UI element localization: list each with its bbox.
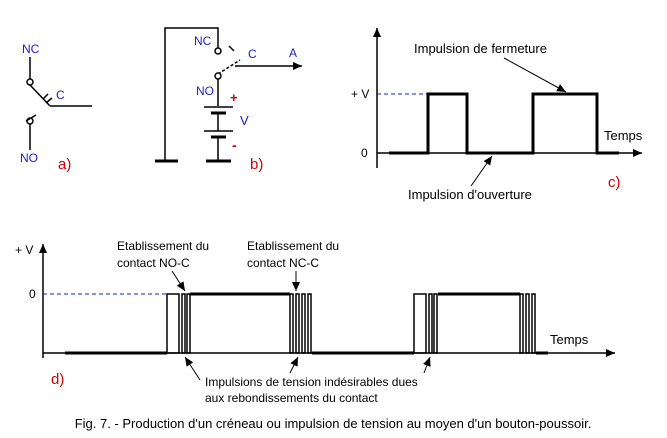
chart-d-nc-c-note-line1: Etablissement du (247, 239, 339, 253)
bounce-pulse (181, 293, 186, 354)
chart-d-bounce-note-line1: Impulsions de tension indésirables dues (205, 375, 418, 389)
figure-caption: Fig. 7. - Production d'un créneau ou imp… (75, 416, 592, 431)
bounce-pulse (531, 293, 536, 354)
chart-d-bounce-cluster-2 (289, 293, 312, 354)
switch-b-plus-label: + (230, 90, 238, 105)
chart-c-y-zero-label: 0 (361, 146, 368, 160)
bounce-pulse (307, 293, 312, 354)
switch-b-left-loop (164, 27, 219, 160)
bounce-pulse (428, 293, 433, 354)
bounce-pulse (186, 293, 191, 354)
chart-d: + V 0 (15, 239, 615, 405)
switch-a-no-blade (25, 114, 37, 122)
switch-b-blade (217, 59, 241, 75)
chart-c-x-label: Temps (604, 128, 643, 143)
chart-d-no-c-note-line1: Etablissement du (117, 239, 209, 253)
switch-a-c-label: C (56, 88, 65, 102)
chart-d-bounce-pointer (184, 356, 201, 381)
bounce-pulse (289, 293, 294, 354)
chart-c-open-pointer (470, 155, 493, 187)
switch-a-nc-terminal (26, 78, 34, 86)
chart-d-bounce-cluster-4 (519, 293, 536, 354)
bounce-pulse (525, 293, 530, 354)
chart-d-y-high-label: + V (15, 243, 33, 257)
bounce-pulse (413, 293, 427, 354)
chart-d-y-zero-label: 0 (29, 287, 36, 301)
chart-d-bounce-cluster-3 (413, 293, 438, 354)
switch-b-no-label: NO (196, 84, 214, 98)
chart-d-bounce-pointer (289, 356, 299, 374)
switch-b-tag: b) (250, 156, 263, 173)
switch-b-no-terminal (214, 72, 222, 80)
bounce-pulse (301, 293, 306, 354)
switch-b-c-label: C (248, 47, 257, 61)
chart-c-tag: c) (608, 174, 621, 191)
switch-b-a-label: A (289, 46, 297, 60)
bounce-pulse (433, 293, 438, 354)
chart-d-x-label: Temps (550, 332, 589, 347)
switch-a-blade-tick (42, 93, 49, 100)
switch-b-diagram: NC C A NO + V - b) (155, 27, 302, 173)
chart-d-bounce-pointer (423, 356, 431, 374)
switch-b-nc-terminal (214, 47, 222, 55)
switch-b-blade-tick (228, 45, 235, 52)
chart-c-y-high-label: + V (351, 87, 369, 101)
chart-c-close-note: Impulsion de fermeture (414, 41, 547, 56)
chart-d-bounce-cluster-1 (166, 293, 191, 354)
switch-a-tag: a) (58, 156, 71, 173)
switch-b-minus-label: - (232, 137, 237, 153)
chart-d-no-c-note-line2: contact NO-C (117, 256, 190, 270)
chart-c-signal (389, 92, 619, 155)
chart-d-bounce-note-line2: aux rebondissements du contact (205, 391, 378, 405)
switch-a-no-label: NO (20, 151, 38, 165)
chart-c-close-pointer (503, 57, 567, 93)
chart-d-no-c-pointer (171, 270, 186, 292)
chart-d-nc-c-note-line2: contact NC-C (247, 256, 319, 270)
bounce-pulse (166, 293, 180, 354)
switch-b-v-label: V (240, 113, 249, 128)
chart-c: + V 0 Temps Impulsion de fermeture Impul… (351, 28, 643, 202)
switch-a-blade-tick (45, 97, 53, 104)
chart-c-open-note: Impulsion d'ouverture (408, 187, 532, 202)
bounce-pulse (519, 293, 524, 354)
bounce-pulse (295, 293, 300, 354)
chart-d-tag: d) (51, 371, 64, 388)
switch-a-nc-label: NC (22, 42, 40, 56)
switch-a-diagram: NC C NO a) (20, 42, 92, 173)
switch-b-nc-label: NC (194, 34, 212, 48)
